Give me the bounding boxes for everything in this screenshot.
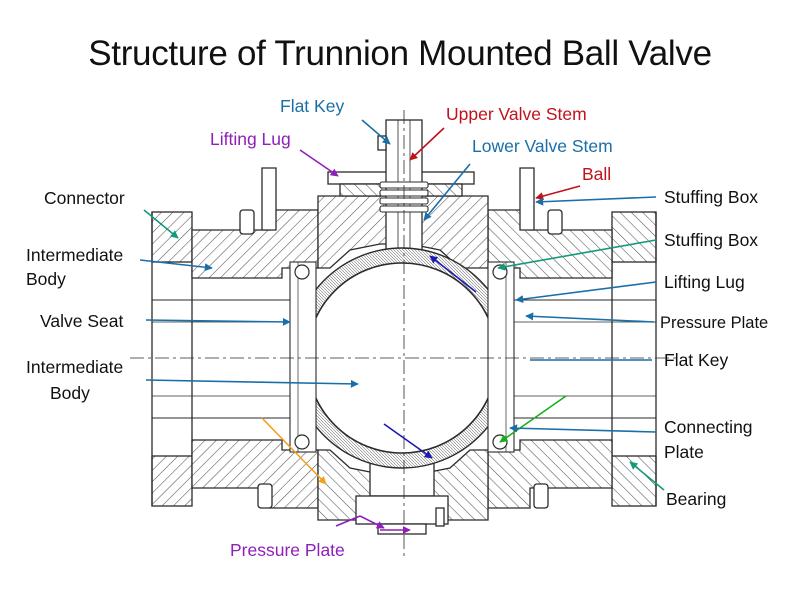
arrow-navy-ball-bottom [383,423,433,459]
label-intermediate-body-mid-2: Body [50,383,90,403]
label-intermediate-body-top-1: Intermediate [26,245,123,265]
arrow-valve-seat [145,317,291,326]
right-flange-lower [611,455,657,507]
arrow-lifting-lug-right [515,281,657,304]
arrow-lifting-lug-top [299,149,339,177]
lifting-lug-right [519,167,535,231]
arrow-flat-key-top [361,119,391,145]
arrow-pressure-plate-bottom [359,515,385,529]
label-flat-key-top: Flat Key [280,96,344,116]
label-lifting-lug-top: Lifting Lug [210,129,291,149]
bolt-top-right [547,209,563,235]
label-intermediate-body-mid-1: Intermediate [26,357,123,377]
arrow-connecting-plate [509,424,657,433]
leaders [139,119,665,534]
label-connecting-plate-1: Connecting [664,417,753,437]
label-pressure-plate-right: Pressure Plate [660,314,768,332]
label-lower-valve-stem: Lower Valve Stem [472,136,613,156]
bottom-pressure-plate [355,495,449,525]
bolt-bottom-right [533,483,549,509]
right-flange [611,211,657,263]
arrow-green [499,395,567,443]
label-intermediate-body-top-2: Body [26,269,66,289]
label-valve-seat: Valve Seat [40,311,123,331]
arrow-orange-seat [261,417,327,485]
bolt-bottom-left [257,483,273,509]
bolt-top-left [239,209,255,235]
arrow-bearing [629,461,665,491]
labels: Flat Key Upper Valve Stem Lifting Lug Lo… [26,96,768,560]
label-upper-valve-stem: Upper Valve Stem [446,104,587,124]
page-title: Structure of Trunnion Mounted Ball Valve [88,34,712,73]
arrow-pressure-plate-right [525,312,655,323]
arrow-connector [143,209,179,239]
arrow-intermediate-body-top [139,259,213,272]
valve-body [130,110,680,560]
label-stuffing-box-1: Stuffing Box [664,187,758,207]
label-connector: Connector [44,188,125,208]
arrow-stuffing-box-2 [497,239,657,271]
seat-right [487,261,515,453]
left-flange [151,211,193,263]
left-flange-lower [151,455,193,507]
arrow-lower-valve-stem [423,163,471,221]
label-lifting-lug-right: Lifting Lug [664,272,745,292]
arrow-navy-ball-top [429,255,477,293]
label-bearing: Bearing [666,489,726,509]
lifting-lug-left [261,167,277,231]
label-ball: Ball [582,164,611,184]
arrow-ball [535,185,581,200]
bottom-bolt [435,507,445,527]
label-flat-key-right: Flat Key [664,350,728,370]
arrow-upper-valve-stem [409,127,445,161]
arrow-intermediate-body-mid [145,379,359,388]
seat-left [289,261,317,453]
arrow-stuffing-box-1 [535,196,657,206]
label-pressure-plate-bottom: Pressure Plate [230,540,345,560]
label-stuffing-box-2: Stuffing Box [664,230,758,250]
label-connecting-plate-2: Plate [664,442,704,462]
